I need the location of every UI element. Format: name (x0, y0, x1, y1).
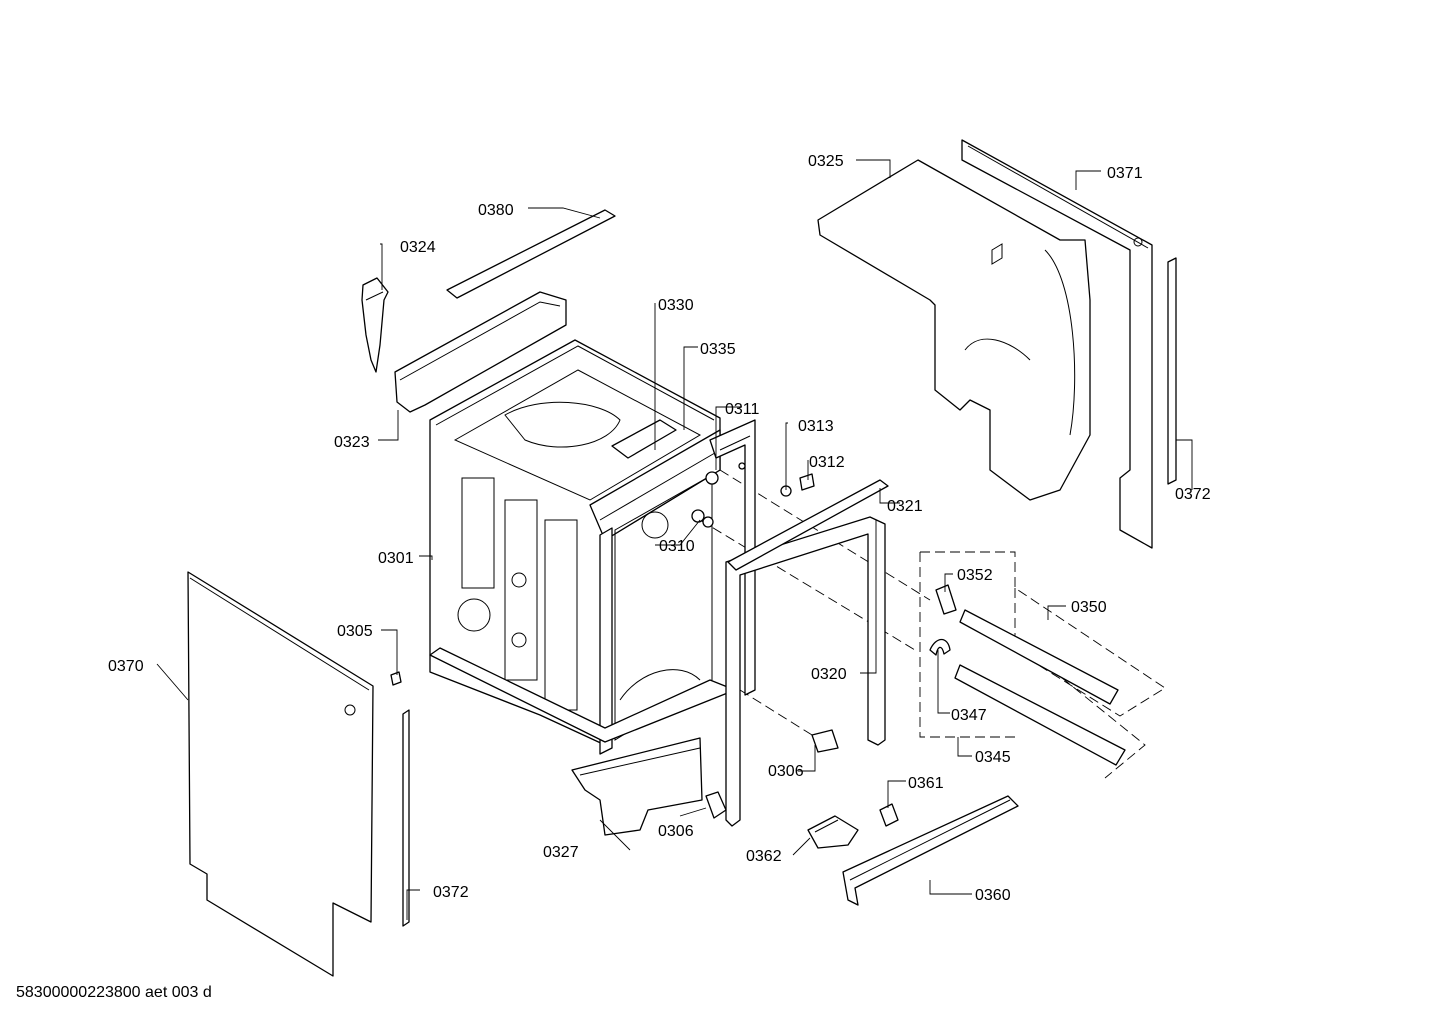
label-0372-left: 0372 (433, 884, 469, 901)
upper-seal-strip (727, 479, 889, 571)
rail-lower (954, 664, 1126, 766)
label-0321: 0321 (887, 498, 923, 515)
label-0306-middle: 0306 (768, 763, 804, 780)
part-labels: 0380 0324 0323 0301 0305 0370 0372 0330 … (108, 153, 1211, 904)
label-0335: 0335 (700, 341, 736, 358)
label-0352: 0352 (957, 567, 993, 584)
label-0311: 0311 (725, 401, 760, 418)
top-strip (446, 209, 616, 299)
label-0301: 0301 (378, 550, 414, 567)
insulation-mat (817, 159, 1091, 501)
label-0362: 0362 (746, 848, 782, 865)
drawing-code: 58300000223800 aet 003 d (16, 984, 212, 1001)
label-0330: 0330 (658, 297, 694, 314)
clip-part (390, 671, 402, 686)
insulation-block (394, 291, 567, 413)
tub-frame (429, 339, 736, 755)
label-0324: 0324 (400, 239, 436, 256)
label-0310: 0310 (659, 538, 695, 555)
label-0327: 0327 (543, 844, 579, 861)
small-part-0361 (879, 803, 899, 827)
label-0371: 0371 (1107, 165, 1143, 182)
label-0347: 0347 (951, 707, 987, 724)
door-seal (725, 516, 886, 827)
base-tray (842, 795, 1019, 906)
label-0312: 0312 (809, 454, 845, 471)
rail-upper (959, 609, 1119, 705)
label-0320: 0320 (811, 666, 847, 683)
side-panel-left (187, 571, 374, 977)
label-0306-lower: 0306 (658, 823, 694, 840)
label-0361: 0361 (908, 775, 944, 792)
label-0305: 0305 (337, 623, 373, 640)
label-0313: 0313 (798, 418, 834, 435)
clip-lower (929, 638, 951, 656)
label-0370: 0370 (108, 658, 144, 675)
label-0350: 0350 (1071, 599, 1107, 616)
bracket-lower (705, 791, 727, 819)
clip-upper (935, 584, 957, 615)
label-0323: 0323 (334, 434, 370, 451)
leader-lines (156, 159, 1193, 920)
label-0372-right: 0372 (1175, 486, 1211, 503)
side-panel-right (961, 139, 1153, 549)
label-0360: 0360 (975, 887, 1011, 904)
module-0362 (807, 815, 859, 849)
label-0345: 0345 (975, 749, 1011, 766)
assembly-axis-lines (699, 469, 1166, 779)
seal-strip-right (1167, 257, 1177, 485)
bracket-middle (811, 729, 839, 753)
seal-strip-left (402, 709, 410, 927)
label-0380: 0380 (478, 202, 514, 219)
base-insulation (571, 737, 703, 836)
label-0325: 0325 (808, 153, 844, 170)
hinge-part (361, 277, 389, 373)
